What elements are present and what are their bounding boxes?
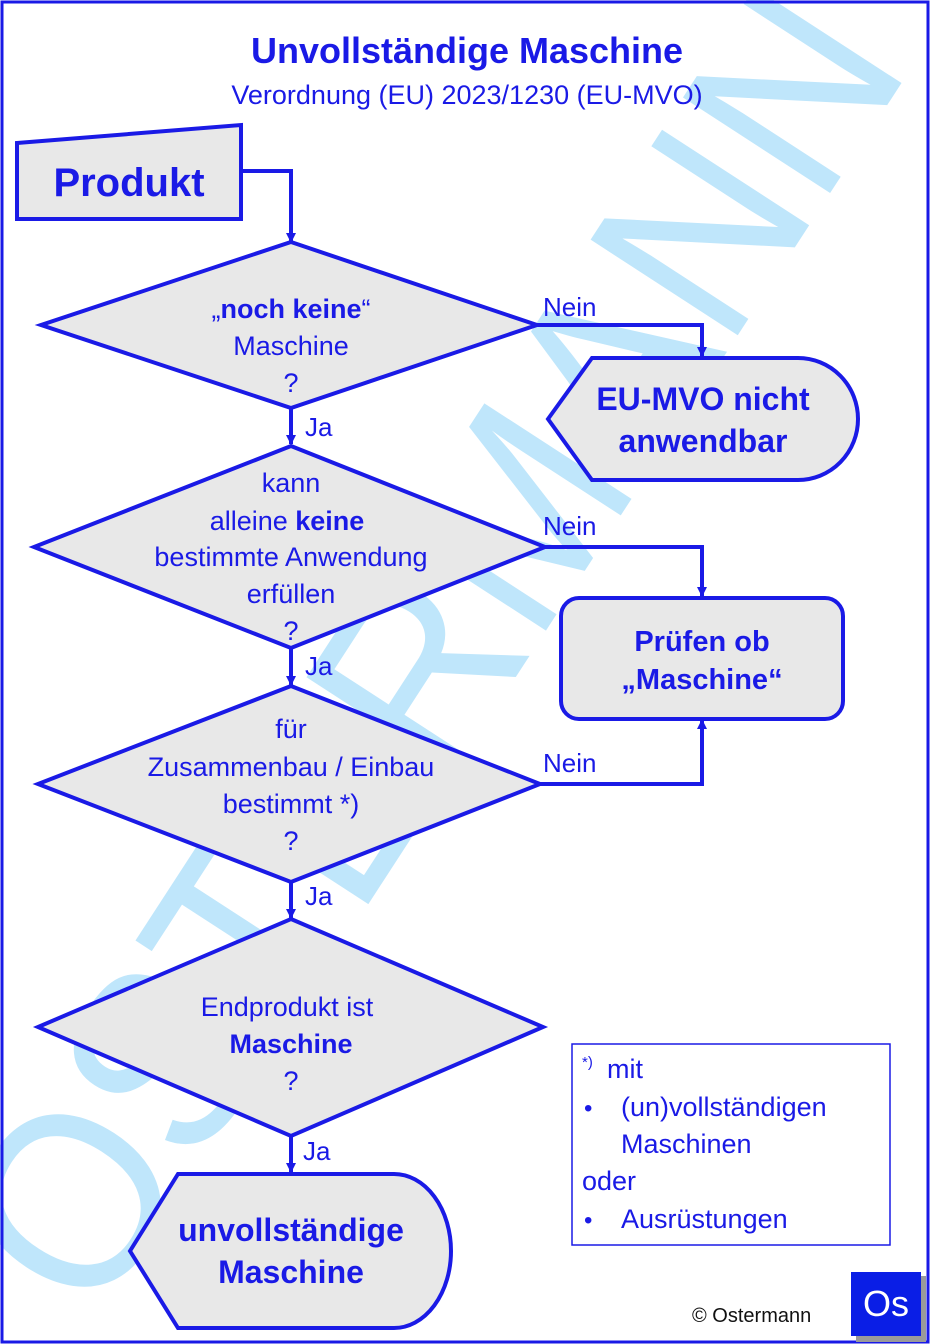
- edge-label-q2-no: Nein: [543, 511, 596, 541]
- copyright-text: © Ostermann: [692, 1305, 811, 1327]
- edge-label-q1-yes: Ja: [305, 412, 333, 442]
- edge-label-q2-yes: Ja: [305, 651, 333, 681]
- decision-1-line-3: ?: [283, 368, 298, 398]
- edge-q3-no: [540, 719, 707, 786]
- connectors: [241, 169, 707, 1173]
- footnote-marker: *): [582, 1054, 593, 1071]
- terminal-1-line-2: anwendbar: [619, 423, 788, 459]
- decision-3-line-2: Zusammenbau / Einbau: [148, 752, 435, 782]
- decision-4-line-1: Endprodukt ist: [201, 992, 374, 1022]
- logo-text: Os: [863, 1283, 909, 1324]
- decision-zusammenbau-einbau: [32, 683, 546, 885]
- decision-2-line-2: alleine keine: [210, 506, 365, 536]
- decision-2-line-5: ?: [283, 616, 298, 646]
- terminal-unvollstaendige-maschine: [127, 1172, 453, 1330]
- decision-1-line-1: „noch keine“: [211, 294, 370, 324]
- edge-label-q4-yes: Ja: [303, 1136, 331, 1166]
- process-pruefen-ob-maschine: [559, 596, 845, 721]
- decision-3-line-1: für: [275, 714, 307, 744]
- terminal-2-line-2: Maschine: [218, 1254, 364, 1290]
- edge-label-q3-no: Nein: [543, 748, 596, 778]
- terminal-2-line-1: unvollständige: [178, 1212, 404, 1248]
- footnote-box: [571, 1043, 891, 1246]
- decision-keine-bestimmte-anwendung: [28, 443, 551, 651]
- footnote-connector: oder: [582, 1166, 636, 1196]
- footnote-bullet-2-glyph: •: [584, 1207, 592, 1234]
- decision-2-line-4: erfüllen: [247, 579, 336, 609]
- footnote-bullet-2: Ausrüstungen: [621, 1204, 788, 1234]
- ostermann-logo: Os: [851, 1272, 926, 1342]
- footnote-bullet-1-line-2: Maschinen: [621, 1129, 752, 1159]
- process-line-1: Prüfen ob: [634, 626, 769, 658]
- decision-4-line-2: Maschine: [229, 1029, 352, 1059]
- decision-1-line-2: Maschine: [233, 331, 349, 361]
- decision-3-line-4: ?: [283, 826, 298, 856]
- decision-3-line-3: bestimmt *): [223, 789, 360, 819]
- terminal-1-line-1: EU-MVO nicht: [596, 381, 810, 417]
- footnote-intro: mit: [607, 1054, 643, 1084]
- edge-label-q3-yes: Ja: [305, 881, 333, 911]
- start-node-produkt: [15, 122, 243, 221]
- footnote-bullet-1-glyph: •: [584, 1095, 592, 1122]
- page-subtitle: Verordnung (EU) 2023/1230 (EU-MVO): [231, 80, 702, 110]
- decision-2-line-1: kann: [262, 468, 321, 498]
- decision-noch-keine-maschine: [34, 239, 544, 411]
- decision-2-line-3: bestimmte Anwendung: [154, 542, 427, 572]
- terminal-eu-mvo-nicht-anwendbar: [545, 356, 860, 482]
- footnote-bullet-1-line-1: (un)vollständigen: [621, 1092, 827, 1122]
- decision-4-line-3: ?: [283, 1066, 298, 1096]
- edge-label-q1-no: Nein: [543, 292, 596, 322]
- logo-box: [851, 1272, 921, 1336]
- decision-endprodukt-maschine: [32, 916, 549, 1139]
- edge-q1-no: [537, 323, 707, 357]
- edge-q2-no: [545, 545, 707, 597]
- edge-start-q1: [241, 169, 296, 243]
- page-title: Unvollständige Maschine: [251, 30, 683, 71]
- start-node-label: Produkt: [53, 161, 204, 205]
- process-line-2: „Maschine“: [621, 664, 782, 696]
